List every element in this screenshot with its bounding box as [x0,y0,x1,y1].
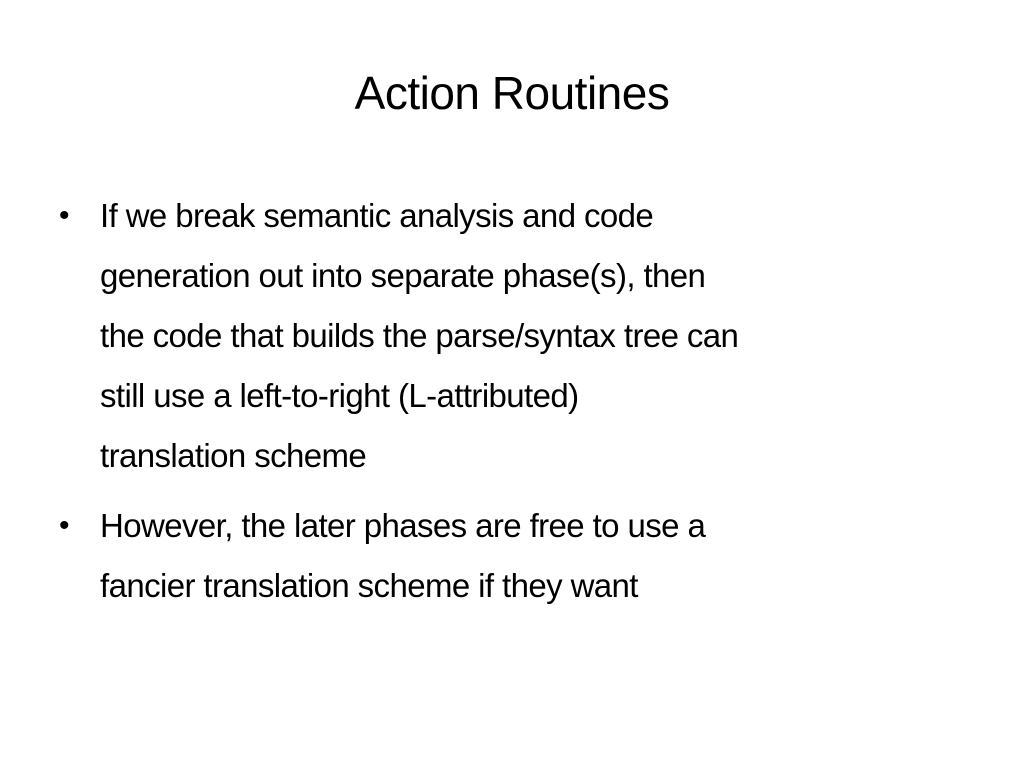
bullet-text-line: However, the later phases are free to us… [100,507,706,544]
bullet-text-line: still use a left-to-right (L-attributed) [100,377,579,414]
bullet-list: • If we break semantic analysis and code… [55,186,995,626]
bullet-item: • If we break semantic analysis and code… [55,186,995,486]
bullet-text-line: generation out into separate phase(s), t… [100,257,706,294]
bullet-text-line: translation scheme [100,437,367,474]
bullet-item: • However, the later phases are free to … [55,496,995,616]
bullet-text-line: fancier translation scheme if they want [100,567,638,604]
bullet-text-line: the code that builds the parse/syntax tr… [100,317,739,354]
bullet-text-line: If we break semantic analysis and code [100,197,654,234]
bullet-icon: • [59,509,70,542]
slide-title: Action Routines [354,67,670,119]
bullet-icon: • [59,199,70,232]
